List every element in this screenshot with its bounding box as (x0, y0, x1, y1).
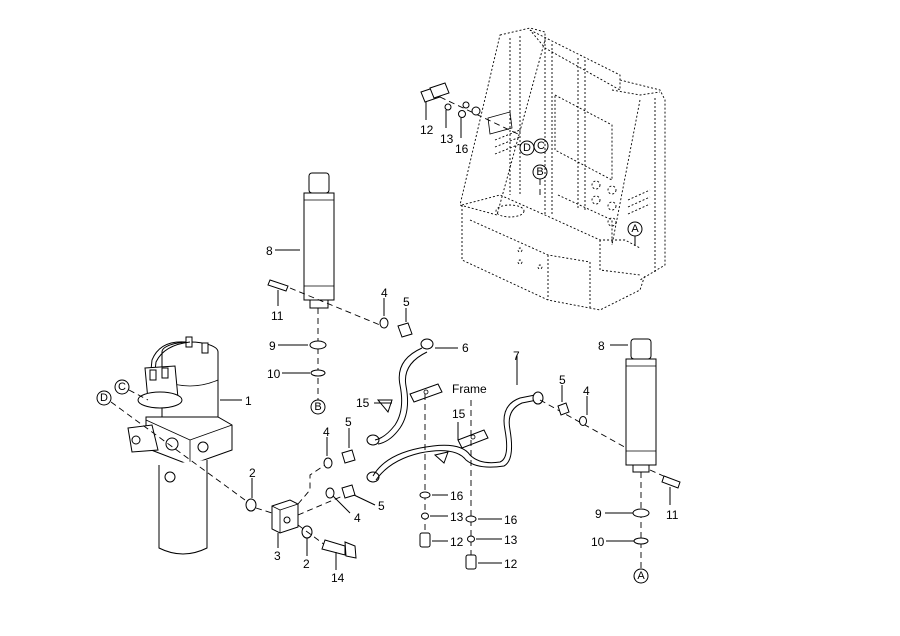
callout-2-lower: 2 (303, 557, 310, 571)
callout-12-right: 12 (504, 557, 518, 571)
callout-15-right: 15 (452, 407, 466, 421)
callout-16-frame: 16 (455, 142, 469, 156)
callout-5-upper: 5 (403, 295, 410, 309)
callout-11-left: 11 (271, 309, 284, 323)
block-and-fittings: 2 3 2 14 4 5 4 5 (245, 415, 385, 585)
callout-2-upper: 2 (249, 466, 256, 480)
callout-12-frame: 12 (420, 123, 434, 137)
callout-1: 1 (245, 394, 252, 408)
callout-3: 3 (274, 549, 281, 563)
callout-10-left: 10 (267, 367, 281, 381)
ref-a-frame: A (631, 223, 639, 235)
callout-9-right: 9 (595, 507, 602, 521)
callout-9-left: 9 (269, 339, 276, 353)
ref-b-cylinder: B (314, 401, 321, 413)
ref-d-frame: D (523, 142, 531, 154)
callout-8-left: 8 (266, 244, 273, 258)
callout-13-left: 13 (450, 510, 464, 524)
frame-label: Frame (452, 382, 487, 396)
callout-12-left: 12 (450, 535, 464, 549)
ref-c-pump: C (118, 381, 126, 393)
ref-c-frame: C (537, 140, 545, 152)
frame-assembly (459, 27, 666, 311)
callout-6: 6 (462, 341, 469, 355)
cylinder-left: 8 11 9 10 B (266, 172, 381, 415)
ref-c-frame-circle (533, 138, 549, 154)
ref-b-frame: B (536, 166, 543, 178)
hoses: 7 15 15 Frame (356, 347, 544, 481)
pump-unit: 1 C D (96, 336, 252, 555)
callout-4-upper: 4 (381, 286, 388, 300)
callout-16-right: 16 (504, 513, 518, 527)
callout-5-right: 5 (559, 373, 566, 387)
callout-13-frame: 13 (440, 132, 454, 146)
callout-16-left: 16 (450, 489, 464, 503)
frame-reference-markers: D C B A (519, 138, 643, 246)
bracket-fasteners: 16 13 12 16 13 12 (419, 394, 518, 571)
callout-4-mid: 4 (323, 425, 330, 439)
callout-5-mid: 5 (345, 415, 352, 429)
callout-13-right: 13 (504, 533, 518, 547)
callout-7: 7 (513, 349, 520, 363)
cylinder-right: 5 4 8 11 9 10 A (539, 338, 681, 584)
ref-d-pump: D (100, 392, 108, 404)
callout-4-lower: 4 (354, 511, 361, 525)
callout-5-lower: 5 (378, 499, 385, 513)
ref-a-cylinder: A (637, 570, 645, 582)
callout-11-right: 11 (666, 508, 679, 522)
callout-10-right: 10 (591, 535, 605, 549)
fittings-upper: 4 5 6 (379, 286, 469, 355)
callout-4-right: 4 (583, 384, 590, 398)
callout-14: 14 (331, 571, 345, 585)
callout-8-right: 8 (598, 339, 605, 353)
frame-fasteners: 12 13 16 (420, 82, 521, 156)
callout-15-left: 15 (356, 396, 370, 410)
